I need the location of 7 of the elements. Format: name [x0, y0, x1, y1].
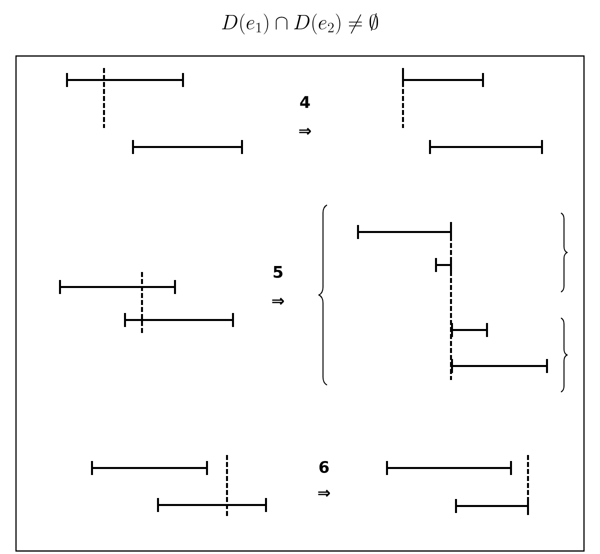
step-label: ⇒ — [272, 298, 284, 305]
title: $D(e_1) \cap D(e_2) \neq \emptyset$ — [222, 13, 378, 34]
step-label: 4 — [300, 96, 310, 108]
step-label: ⇒ — [318, 490, 330, 497]
step-label: ⇒ — [299, 128, 311, 135]
step-label: 6 — [319, 460, 329, 474]
step-label: 5 — [274, 266, 282, 278]
